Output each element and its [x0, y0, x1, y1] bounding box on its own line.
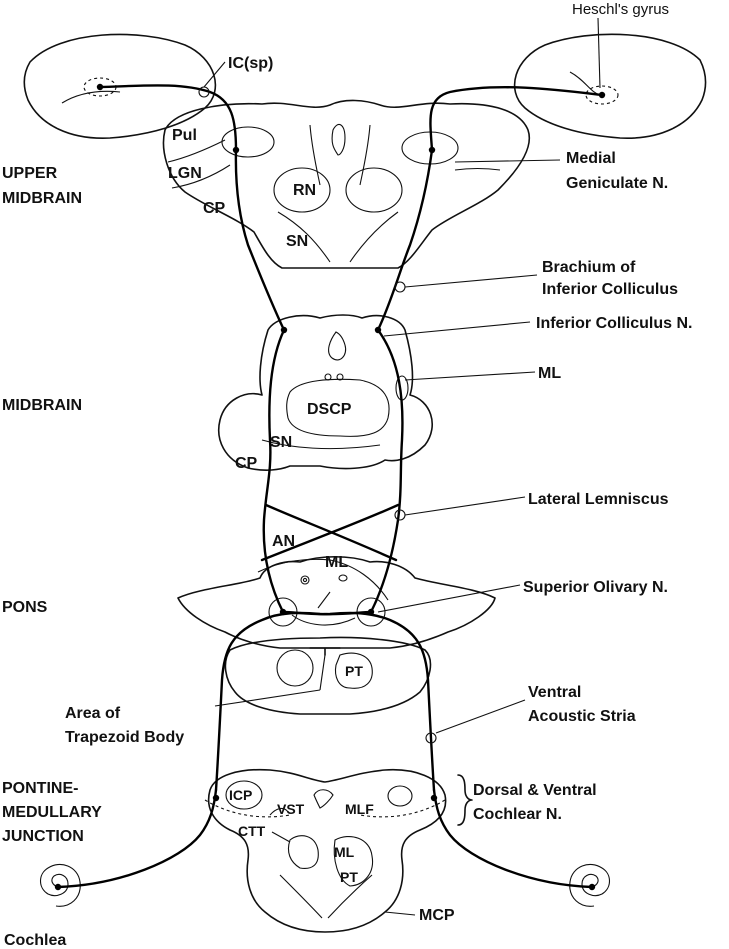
- dscp-outline: [286, 378, 390, 437]
- label-superior-olivary: Superior Olivary N.: [523, 579, 668, 596]
- label-pul: Pul: [172, 127, 197, 144]
- red-nucleus-right: [345, 167, 403, 213]
- label-dscp: DSCP: [307, 401, 352, 418]
- trapezoid-bracket: [309, 647, 341, 656]
- label-cochlear-nuclei-1: Dorsal & Ventral: [473, 782, 597, 799]
- left-cochlea: [39, 864, 81, 907]
- level-pons: PONS: [2, 599, 48, 616]
- right-cochlea: [569, 864, 611, 907]
- label-mlf: MLF: [345, 801, 374, 817]
- fourth-ventricle-floor: [313, 789, 334, 809]
- label-ic-sp: IC(sp): [228, 55, 273, 72]
- pathway-nuclei-dots: [54, 83, 606, 891]
- label-trapezoid-1: Area of: [65, 705, 121, 722]
- level-pontomedullary-1: PONTINE-: [2, 780, 78, 797]
- label-ctt: CTT: [238, 823, 266, 839]
- label-heschl: Heschl's gyrus: [572, 1, 669, 18]
- label-brachium-2: Inferior Colliculus: [542, 281, 678, 298]
- label-cp-upper: CP: [203, 200, 226, 217]
- label-pt-medulla: PT: [340, 869, 358, 885]
- upper-midbrain-section: [162, 99, 531, 269]
- label-icp: ICP: [229, 787, 252, 803]
- level-pontomedullary-3: JUNCTION: [2, 828, 84, 845]
- level-midbrain: MIDBRAIN: [2, 397, 82, 414]
- label-ml-midbrain: ML: [538, 365, 561, 382]
- label-sn-midbrain: SN: [270, 434, 292, 451]
- left-temporal-lobe: [23, 33, 217, 139]
- label-brachium-1: Brachium of: [542, 259, 636, 276]
- label-trapezoid-2: Trapezoid Body: [65, 729, 184, 746]
- label-mcp: MCP: [419, 907, 455, 924]
- cochlear-brace: [457, 774, 473, 826]
- label-cochlear-nuclei-2: Cochlear N.: [473, 806, 562, 823]
- label-cp-midbrain: CP: [235, 455, 258, 472]
- label-vst: VST: [277, 801, 305, 817]
- red-nucleus-left: [273, 167, 331, 213]
- right-heschl-area: [585, 85, 619, 105]
- label-ventral-acoustic-stria-2: Acoustic Stria: [528, 708, 636, 725]
- label-ml-pons: ML: [325, 554, 348, 571]
- label-medial-geniculate-2: Geniculate N.: [566, 175, 668, 192]
- midbrain-aqueduct: [328, 331, 347, 361]
- label-an: AN: [272, 533, 295, 550]
- label-sn-upper: SN: [286, 233, 308, 250]
- label-ml-medulla: ML: [334, 844, 355, 860]
- label-ic-nucleus: Inferior Colliculus N.: [536, 315, 692, 332]
- label-lateral-lemniscus: Lateral Lemniscus: [528, 491, 669, 508]
- label-ventral-acoustic-stria-1: Ventral: [528, 684, 581, 701]
- cerebral-aqueduct: [331, 123, 346, 156]
- label-pt-pons: PT: [345, 663, 363, 679]
- lower-pons-section: [224, 636, 432, 715]
- level-upper-midbrain-2: MIDBRAIN: [2, 190, 82, 207]
- leader-lines: [203, 17, 601, 916]
- level-upper-midbrain-1: UPPER: [2, 165, 58, 182]
- auditory-pathway: [56, 84, 604, 889]
- label-medial-geniculate-1: Medial: [566, 150, 616, 167]
- label-lgn: LGN: [168, 165, 202, 182]
- level-pontomedullary-2: MEDULLARY: [2, 804, 102, 821]
- right-temporal-lobe: [513, 33, 707, 139]
- label-cochlea: Cochlea: [4, 932, 66, 949]
- label-rn: RN: [293, 182, 316, 199]
